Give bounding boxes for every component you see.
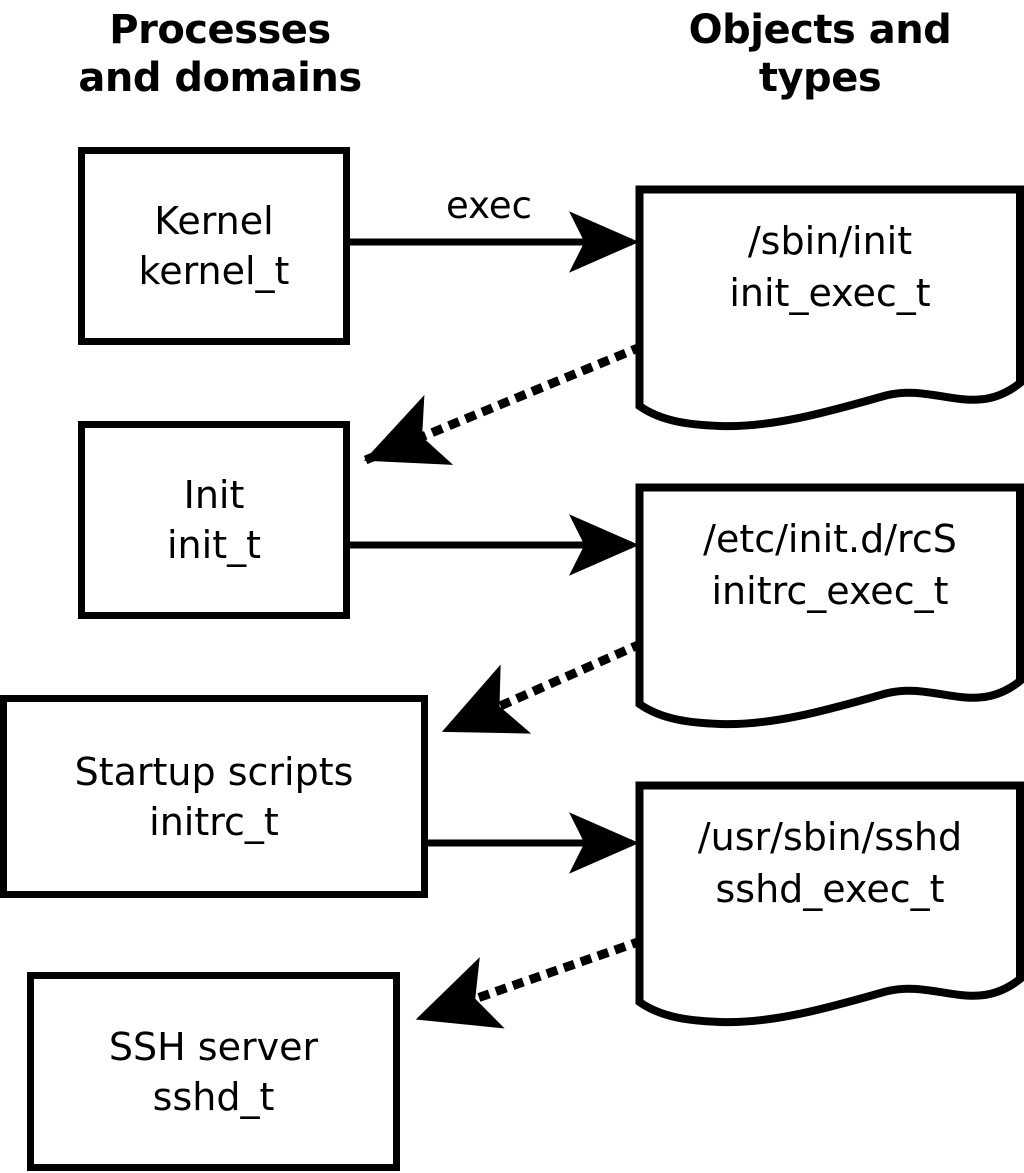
process-type-kernel: kernel_t	[138, 249, 290, 293]
edge-sshd-exec-to-sshd	[414, 936, 644, 1029]
process-box-kernel[interactable]: Kernel kernel_t	[78, 147, 350, 345]
edge-init-exec-to-init	[362, 342, 644, 465]
column-header-objects: Objects and types	[688, 7, 952, 101]
edge-label-exec: exec	[446, 184, 532, 227]
column-header-processes: Processes and domains	[78, 7, 362, 101]
process-name-kernel: Kernel	[154, 199, 274, 243]
object-doc-sshd-exec[interactable]	[634, 780, 1024, 1030]
process-type-sshd: sshd_t	[152, 1074, 275, 1119]
object-doc-initrc-exec[interactable]	[634, 482, 1024, 732]
process-box-initrc[interactable]: Startup scripts initrc_t	[0, 695, 428, 898]
object-doc-init-exec[interactable]	[634, 184, 1024, 434]
process-box-sshd[interactable]: SSH server sshd_t	[27, 972, 400, 1171]
process-type-initrc: initrc_t	[149, 799, 279, 844]
process-box-init[interactable]: Init init_t	[78, 421, 350, 619]
process-name-initrc: Startup scripts	[74, 749, 354, 794]
process-name-init: Init	[183, 473, 245, 517]
process-type-init: init_t	[167, 523, 261, 567]
edge-initrc-exec-to-initrc	[440, 639, 644, 736]
process-name-sshd: SSH server	[108, 1024, 319, 1069]
